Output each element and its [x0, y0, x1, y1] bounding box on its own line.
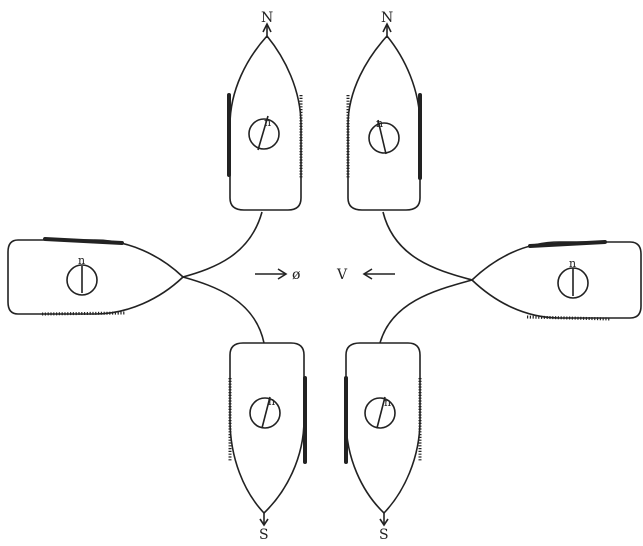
boat-top-right: n — [346, 34, 422, 211]
compass-circle — [66, 264, 98, 296]
north-marker-right: N — [381, 10, 393, 38]
compass-circle — [249, 397, 281, 429]
needle-label: n — [264, 116, 271, 129]
connector-lower-left — [182, 276, 265, 344]
needle-label: n — [78, 254, 85, 267]
field-label-right: V — [336, 267, 348, 283]
compass-circle — [248, 118, 280, 150]
arrow-up-icon — [382, 22, 392, 33]
north-label: N — [381, 10, 393, 26]
south-marker-left: S — [259, 513, 269, 543]
needle-label: n — [569, 257, 576, 270]
connector-lower-right — [379, 279, 473, 344]
connector-curves — [182, 211, 473, 344]
north-label: N — [261, 10, 273, 26]
compass-needle — [376, 396, 386, 429]
heavy-side-mark — [43, 237, 124, 245]
boat-top-left: n — [227, 34, 303, 211]
hull-outline — [470, 241, 642, 319]
south-label: S — [259, 527, 269, 541]
arrow-down-icon — [379, 518, 389, 527]
compass-circle — [368, 122, 400, 154]
arrow-right-icon — [277, 268, 288, 280]
compass-circle — [364, 397, 396, 429]
hull-outline — [7, 239, 185, 315]
boat-bottom-right: n — [344, 342, 422, 515]
south-label: S — [379, 527, 389, 541]
boat-left: n — [7, 237, 185, 316]
arrow-left-icon — [362, 268, 373, 280]
needle-label: n — [384, 396, 391, 409]
boat-right: n — [470, 240, 642, 321]
field-indicator-right: V — [336, 267, 395, 283]
arrow-up-icon — [262, 22, 272, 33]
compass-needle — [257, 115, 269, 151]
north-marker-left: N — [261, 10, 273, 38]
needle-label: n — [268, 395, 275, 408]
connector-upper-left — [182, 211, 263, 278]
compass-needle — [377, 119, 387, 155]
south-marker-right: S — [379, 513, 389, 543]
heavy-side-mark — [528, 240, 607, 248]
field-label-left: ø — [292, 267, 300, 283]
field-indicator-left: ø — [255, 267, 300, 283]
connector-upper-right — [382, 211, 473, 281]
compass-needle — [261, 396, 271, 429]
boat-bottom-left: n — [228, 342, 307, 515]
arrow-down-icon — [259, 518, 269, 527]
needle-label: n — [376, 117, 383, 130]
